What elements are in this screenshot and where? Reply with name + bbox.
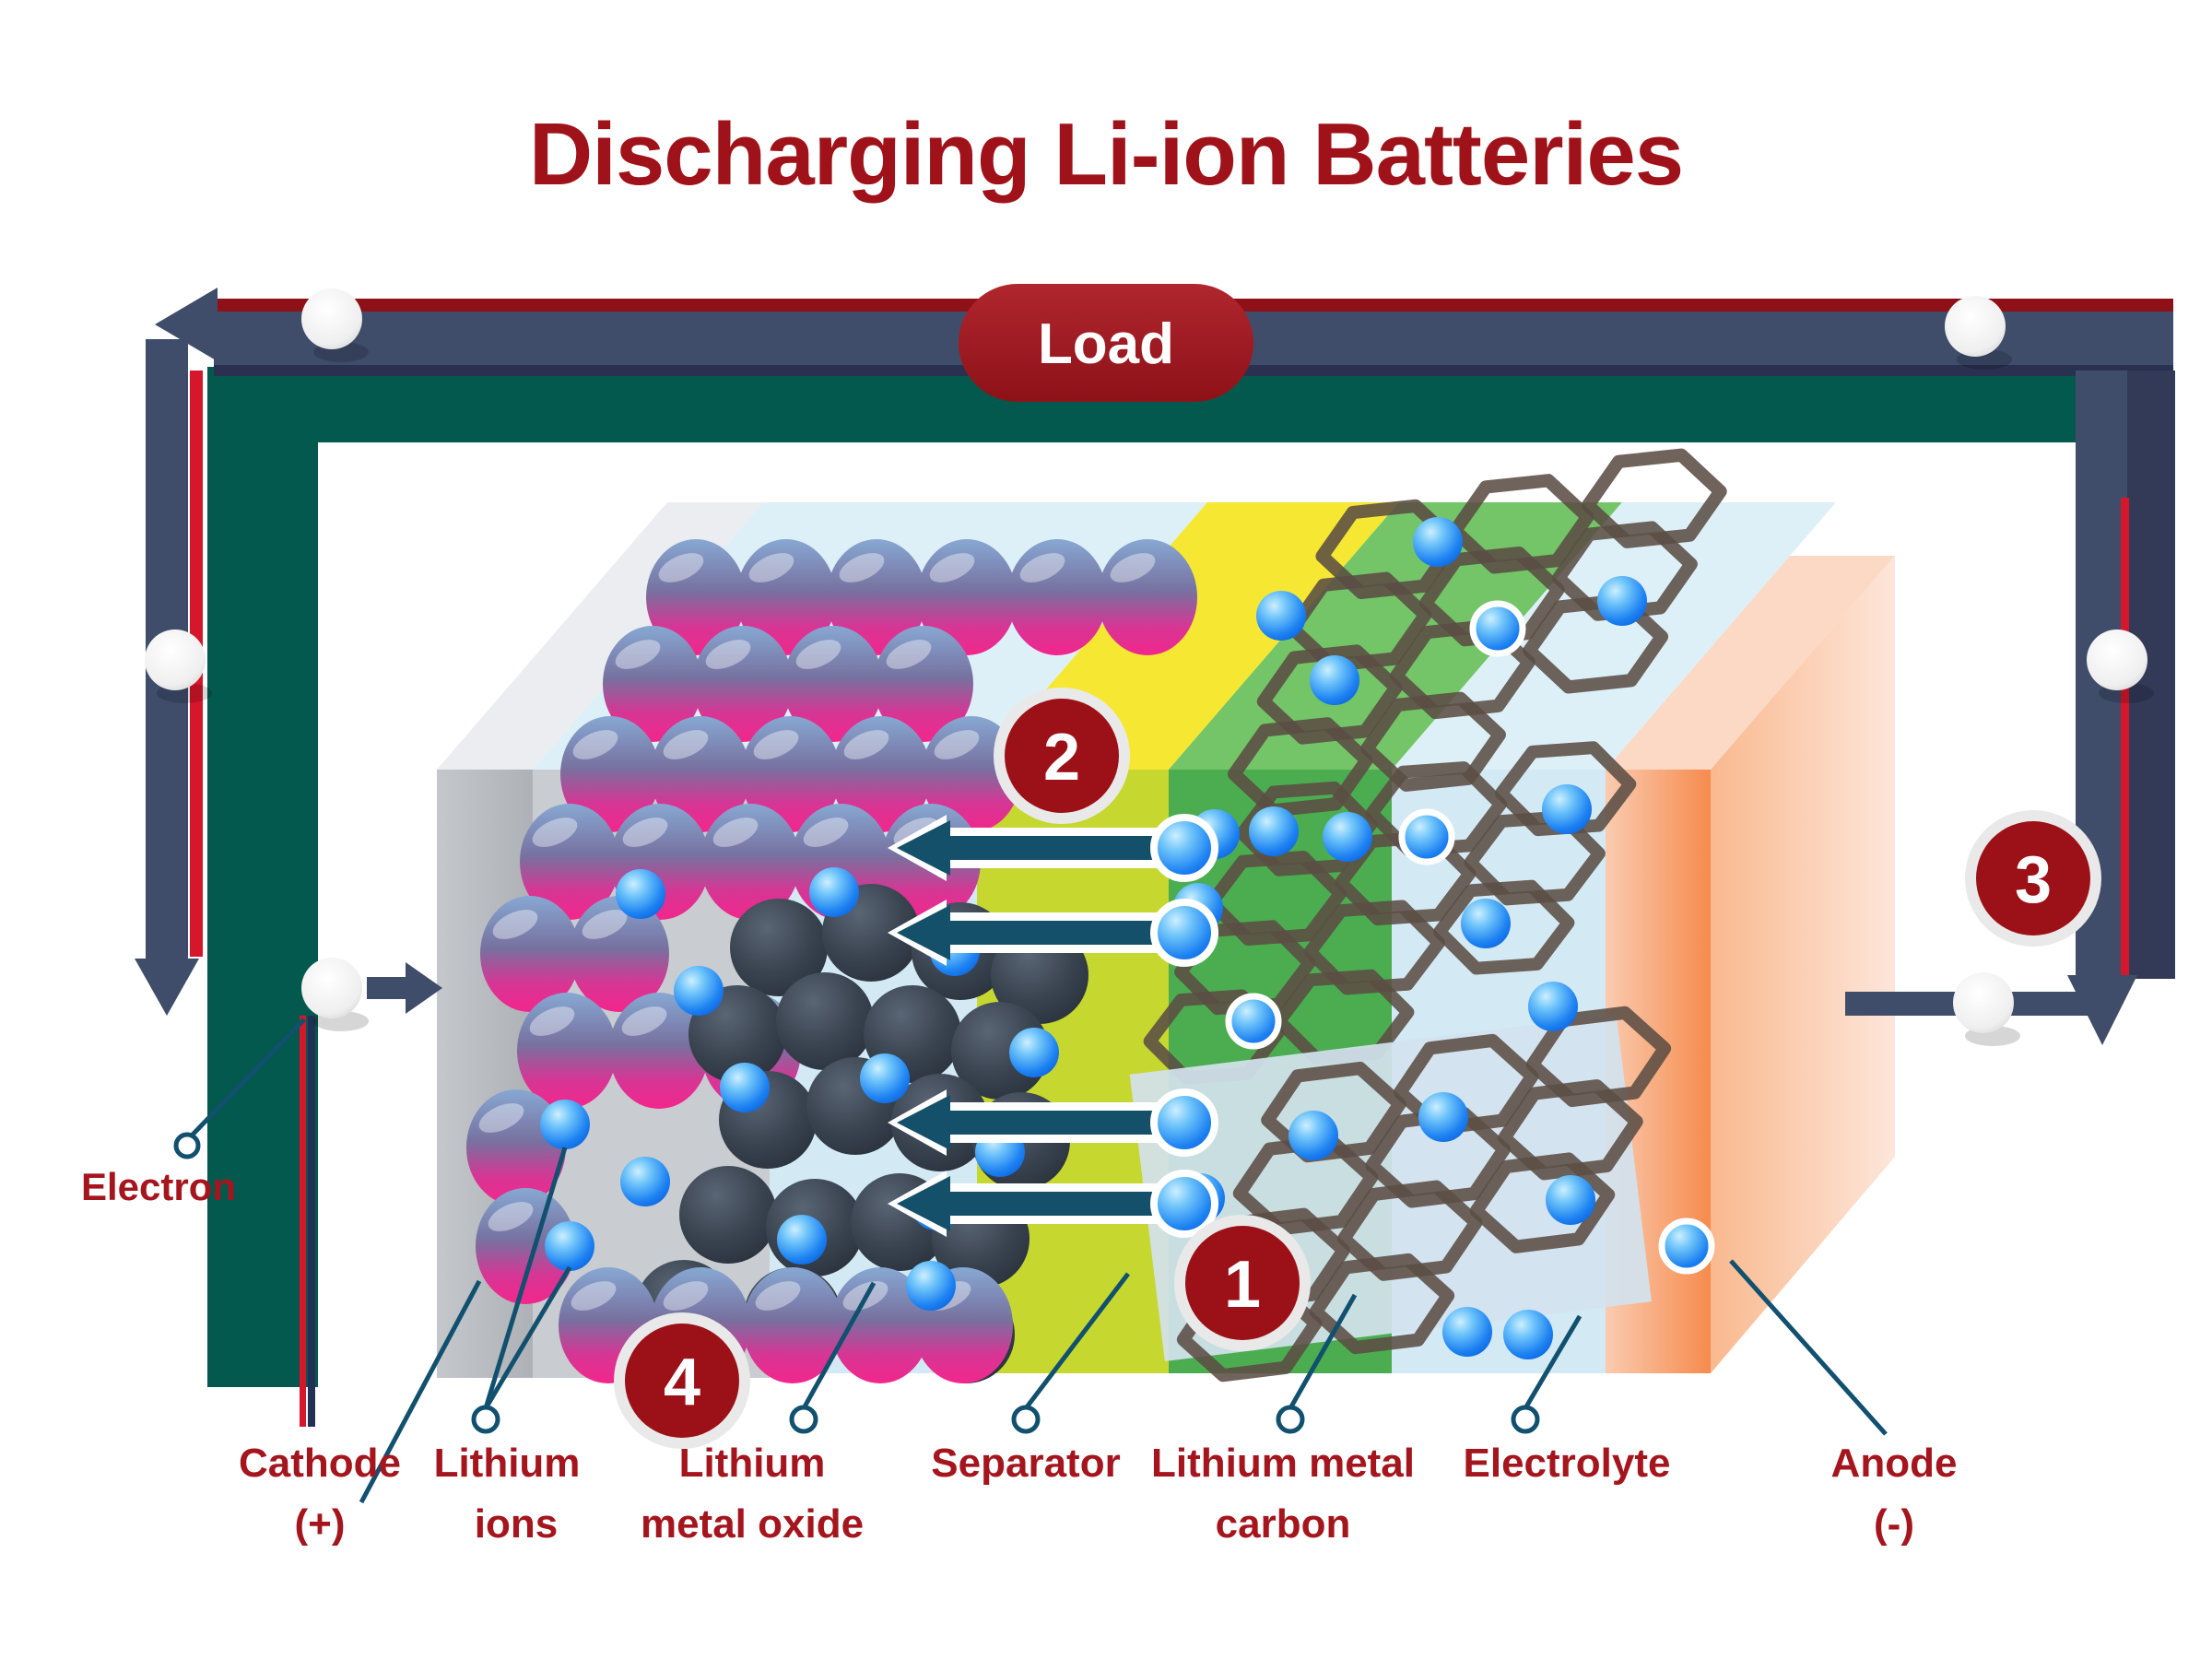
anode-label-line1: Anode	[1831, 1441, 1958, 1486]
red-wire-right	[2121, 498, 2129, 977]
electrolyte-leader	[1523, 1314, 1583, 1410]
left-wire-arrowhead-icon	[135, 959, 199, 1016]
cathode-label-line1: Cathode	[239, 1441, 401, 1486]
lithium-ion	[1542, 784, 1592, 834]
step-2-number: 2	[1043, 721, 1080, 794]
step-badge-4: 4	[614, 1312, 750, 1449]
step-4-number: 4	[664, 1346, 700, 1419]
electron-entry-arrowhead-icon	[406, 962, 442, 1014]
separator-ring-icon	[1011, 1405, 1041, 1434]
lithium-ion	[1229, 996, 1278, 1046]
step-1-number: 1	[1224, 1248, 1261, 1322]
lithium-metal-oxide-sphere	[1007, 539, 1107, 655]
lithium-ion	[1461, 899, 1511, 948]
lithium-ion	[809, 867, 859, 917]
page-title: Discharging Li-ion Batteries	[529, 105, 1683, 204]
anode-current-collector-side	[1711, 556, 1895, 1373]
electron-flow-arrowhead-left-icon	[155, 288, 218, 361]
lithium-ion	[540, 1100, 590, 1149]
lithium-metal-carbon-ring-icon	[1276, 1405, 1305, 1434]
lithium-ion	[1528, 982, 1578, 1031]
lithium-ions-label-line2: ions	[475, 1501, 558, 1547]
lithium-ion	[1662, 1221, 1712, 1271]
dark-oxide-sphere	[679, 1166, 777, 1264]
lithium-metal-oxide-sphere	[1098, 539, 1197, 655]
lithium-ion	[1546, 1175, 1595, 1225]
electron-label: Electron	[81, 1165, 236, 1208]
lithium-metal-oxide-label-line1: Lithium	[679, 1441, 826, 1486]
leader-lines	[173, 1018, 1888, 1504]
lithium-ion	[1402, 812, 1452, 862]
lithium-ion	[1249, 806, 1299, 856]
lithium-ion	[1310, 655, 1359, 705]
lithium-ion	[777, 1215, 827, 1265]
dark-oxide-sphere	[776, 972, 874, 1070]
step-3-number: 3	[2015, 843, 2052, 917]
lithium-metal-oxide-sphere	[517, 993, 617, 1109]
lithium-metal-oxide-ring-icon	[789, 1405, 818, 1434]
lithium-ion	[1413, 517, 1463, 567]
lithium-ion	[1323, 812, 1372, 862]
lithium-ion	[1597, 576, 1647, 626]
navy-wire-cathode-drop	[308, 1016, 315, 1427]
lithium-ion	[1442, 1307, 1492, 1357]
lithium-metal-carbon-label-line2: carbon	[1216, 1501, 1351, 1547]
lithium-ion	[1418, 1092, 1468, 1142]
step-badges: 2 1 4 3	[614, 688, 2101, 1449]
lithium-ions-leader-b	[483, 1265, 572, 1410]
load-label: Load	[1038, 312, 1174, 376]
electron-ring-icon	[173, 1132, 201, 1159]
lithium-ions-label-line1: Lithium	[434, 1441, 581, 1486]
separator-label: Separator	[931, 1441, 1120, 1486]
component-labels: Cathode (+) Lithium ions Lithium metal o…	[239, 1441, 1957, 1547]
lithium-ion	[906, 1261, 956, 1311]
step-badge-2: 2	[994, 688, 1130, 824]
cathode-label-line2: (+)	[295, 1501, 346, 1547]
lithium-metal-carbon-leader	[1288, 1293, 1358, 1410]
lithium-ion	[1256, 591, 1306, 641]
red-wire-cathode-drop	[300, 1016, 306, 1427]
lithium-metal-oxide-leader	[801, 1281, 877, 1410]
lithium-ion	[720, 1063, 770, 1112]
electrolyte-ring-icon	[1511, 1405, 1540, 1434]
lithium-ion	[616, 869, 665, 919]
lithium-metal-oxide-label-line2: metal oxide	[641, 1501, 864, 1547]
cathode-leader	[359, 1279, 482, 1504]
lithium-ion	[545, 1221, 594, 1271]
lithium-ions-leader-a	[483, 1147, 568, 1409]
lithium-ion	[1473, 604, 1523, 653]
lithium-ion	[674, 966, 724, 1016]
lithium-metal-carbon-label-line1: Lithium metal	[1151, 1441, 1415, 1486]
anode-leader	[1729, 1259, 1888, 1436]
electron-entry-arrow	[367, 977, 406, 999]
lithium-ion	[1288, 1111, 1338, 1160]
anode-label-line2: (-)	[1874, 1501, 1914, 1547]
separator-leader	[1024, 1272, 1130, 1410]
load-pill: Load	[959, 284, 1253, 402]
lithium-ion	[620, 1157, 670, 1206]
lithium-ions-ring-icon	[471, 1405, 500, 1434]
step-badge-1: 1	[1174, 1215, 1311, 1351]
electrolyte-label: Electrolyte	[1464, 1441, 1671, 1486]
lithium-ion	[1503, 1310, 1553, 1359]
electron-leader	[190, 1018, 306, 1137]
lithium-ion	[860, 1053, 910, 1103]
orange-collector-top-face	[1606, 556, 1895, 770]
step-badge-3: 3	[1965, 810, 2101, 947]
lithium-ion	[1009, 1028, 1059, 1077]
